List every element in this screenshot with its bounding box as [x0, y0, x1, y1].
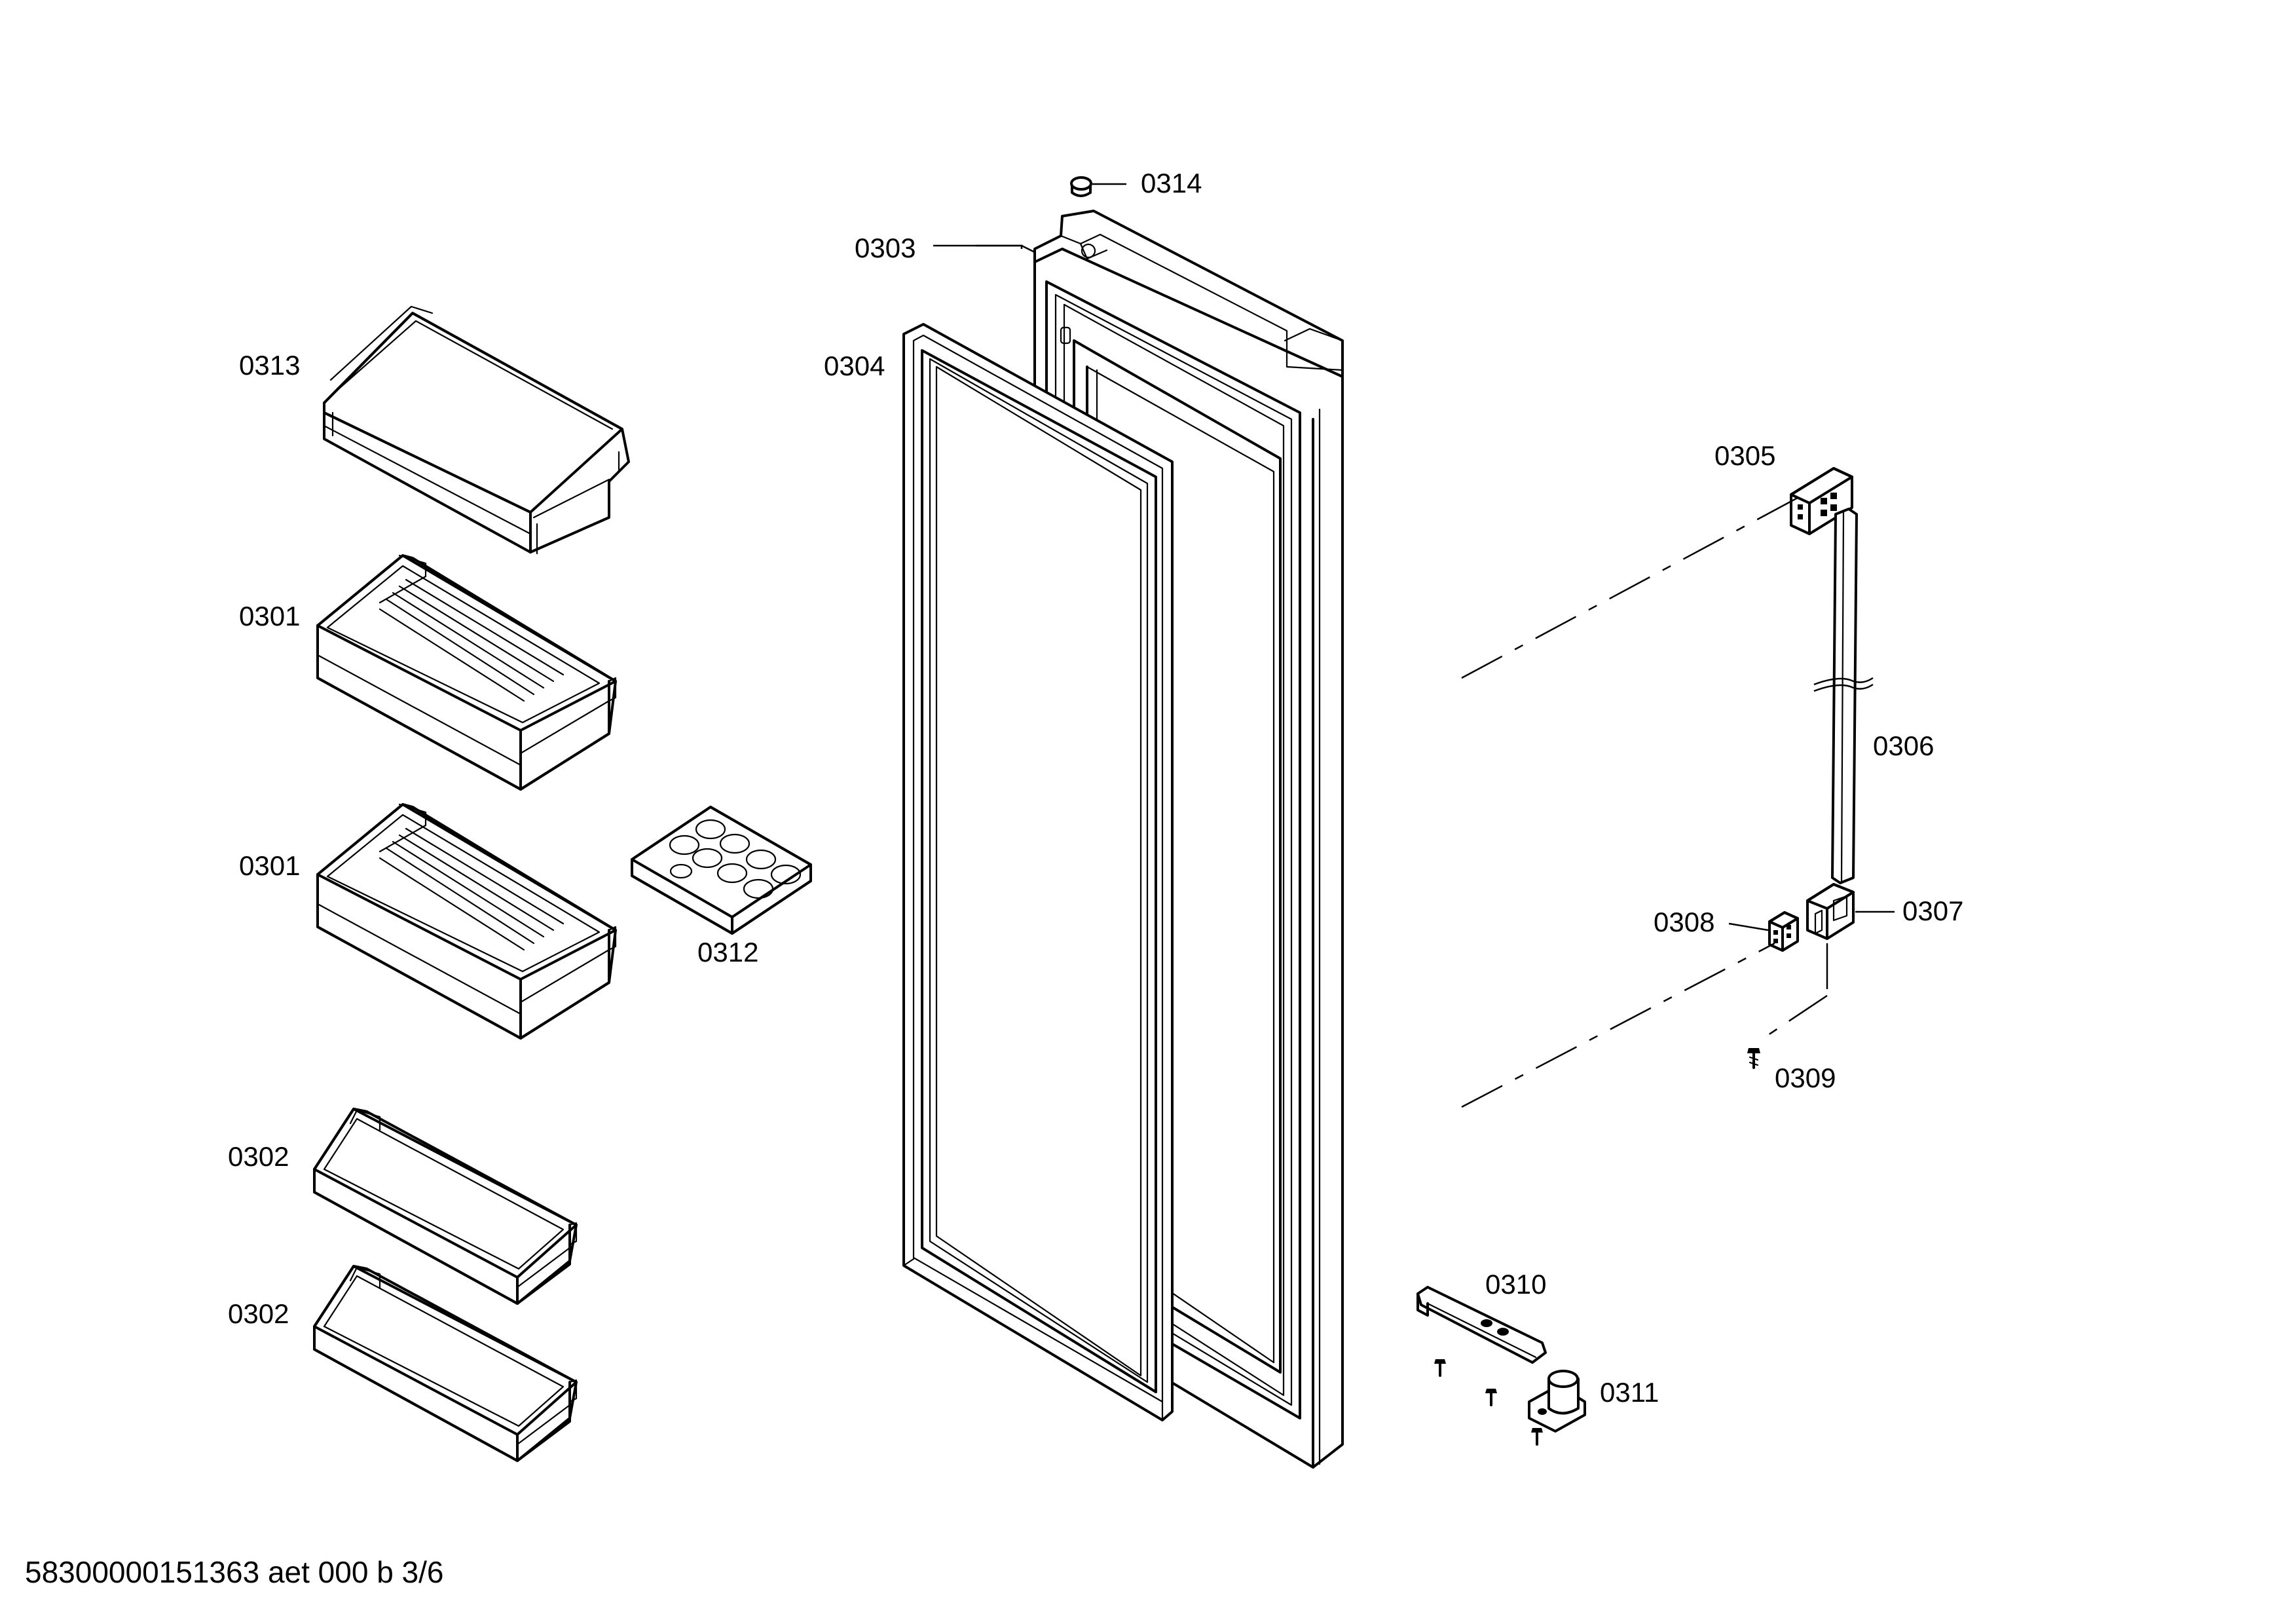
label-0304: 0304 [824, 350, 885, 381]
handle-screw[interactable] [1747, 1048, 1760, 1069]
door-bin-upper[interactable] [316, 554, 617, 791]
handle-end-cap-bottom[interactable] [1806, 883, 1855, 940]
covered-bin[interactable] [323, 305, 630, 555]
part-labels: 0314 0303 0304 0313 0301 0301 0312 0302 … [228, 168, 1963, 1408]
hinge-screw-1 [1434, 1359, 1446, 1377]
label-0311: 0311 [1600, 1377, 1659, 1408]
hinge-bracket[interactable] [1416, 1286, 1547, 1364]
label-0314: 0314 [1141, 168, 1202, 198]
label-0313: 0313 [239, 350, 300, 381]
bottle-shelf-lower[interactable] [313, 1265, 578, 1462]
label-0307: 0307 [1902, 895, 1963, 926]
label-0308: 0308 [1654, 907, 1714, 937]
drawing-reference-footer: 58300000151363 aet 000 b 3/6 [25, 1555, 444, 1589]
hinge-screw-group [1434, 1359, 1543, 1446]
hinge-screw-2 [1485, 1389, 1497, 1406]
label-0301-lower: 0301 [239, 850, 300, 881]
label-0302-upper: 0302 [228, 1141, 289, 1172]
label-0310: 0310 [1485, 1269, 1546, 1300]
label-0305: 0305 [1714, 440, 1775, 471]
hinge-screw-3 [1531, 1428, 1543, 1446]
door-gasket[interactable] [902, 323, 1174, 1421]
egg-tray[interactable] [631, 806, 812, 935]
label-0302-lower: 0302 [228, 1298, 289, 1329]
hinge-plug[interactable] [1070, 176, 1092, 197]
egg-cup-holes [669, 819, 802, 899]
label-0301-upper: 0301 [239, 601, 300, 631]
label-0312: 0312 [697, 937, 758, 967]
leader-lines [933, 183, 1895, 1108]
bottle-shelf-upper[interactable] [313, 1108, 578, 1305]
handle-end-cap-top[interactable] [1790, 467, 1853, 535]
label-0303: 0303 [855, 233, 916, 263]
handle-clip[interactable] [1768, 911, 1799, 952]
label-0309: 0309 [1775, 1062, 1836, 1093]
label-0306: 0306 [1873, 730, 1934, 761]
handle-bar[interactable] [1813, 508, 1874, 884]
door-bin-lower[interactable] [316, 803, 617, 1040]
hinge-pin[interactable] [1528, 1370, 1586, 1433]
